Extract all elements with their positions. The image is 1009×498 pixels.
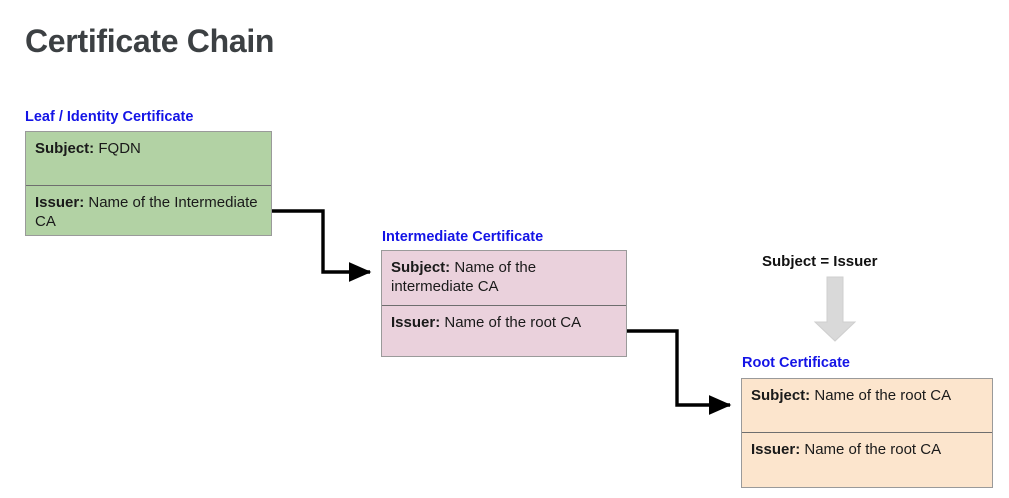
root-subject-row: Subject: Name of the root CA (742, 379, 992, 432)
intermediate-issuer-key: Issuer: (391, 314, 441, 331)
intermediate-certificate-label: Intermediate Certificate (382, 229, 544, 245)
root-issuer-value: Name of the root CA (804, 441, 942, 458)
intermediate-issuer-row: Issuer: Name of the root CA (382, 305, 626, 356)
self-signed-note: Subject = Issuer (762, 253, 878, 270)
leaf-issuer-value: Name of the Intermediate CA (35, 194, 258, 231)
leaf-subject-value: FQDN (98, 140, 141, 157)
connector-intermediate-to-root (627, 329, 732, 415)
root-issuer-key: Issuer: (751, 441, 801, 458)
root-certificate-label: Root Certificate (742, 355, 850, 371)
leaf-issuer-key: Issuer: (35, 194, 85, 211)
leaf-subject-row: Subject: FQDN (26, 132, 271, 185)
root-subject-key: Subject: (751, 387, 811, 404)
leaf-certificate-label: Leaf / Identity Certificate (25, 109, 194, 125)
intermediate-subject-value: Name of the intermediate CA (391, 259, 537, 296)
intermediate-issuer-value: Name of the root CA (444, 314, 582, 331)
connector-leaf-to-intermediate (272, 209, 372, 282)
intermediate-subject-key: Subject: (391, 259, 451, 276)
self-signed-down-arrow-icon (813, 276, 857, 342)
root-certificate-box: Subject: Name of the root CA Issuer: Nam… (741, 378, 993, 488)
root-issuer-row: Issuer: Name of the root CA (742, 432, 992, 487)
intermediate-certificate-box: Subject: Name of the intermediate CA Iss… (381, 250, 627, 357)
intermediate-subject-row: Subject: Name of the intermediate CA (382, 251, 626, 305)
page-title: Certificate Chain (25, 23, 275, 59)
leaf-certificate-box: Subject: FQDN Issuer: Name of the Interm… (25, 131, 272, 236)
leaf-issuer-row: Issuer: Name of the Intermediate CA (26, 185, 271, 237)
leaf-subject-key: Subject: (35, 140, 95, 157)
root-subject-value: Name of the root CA (814, 387, 952, 404)
